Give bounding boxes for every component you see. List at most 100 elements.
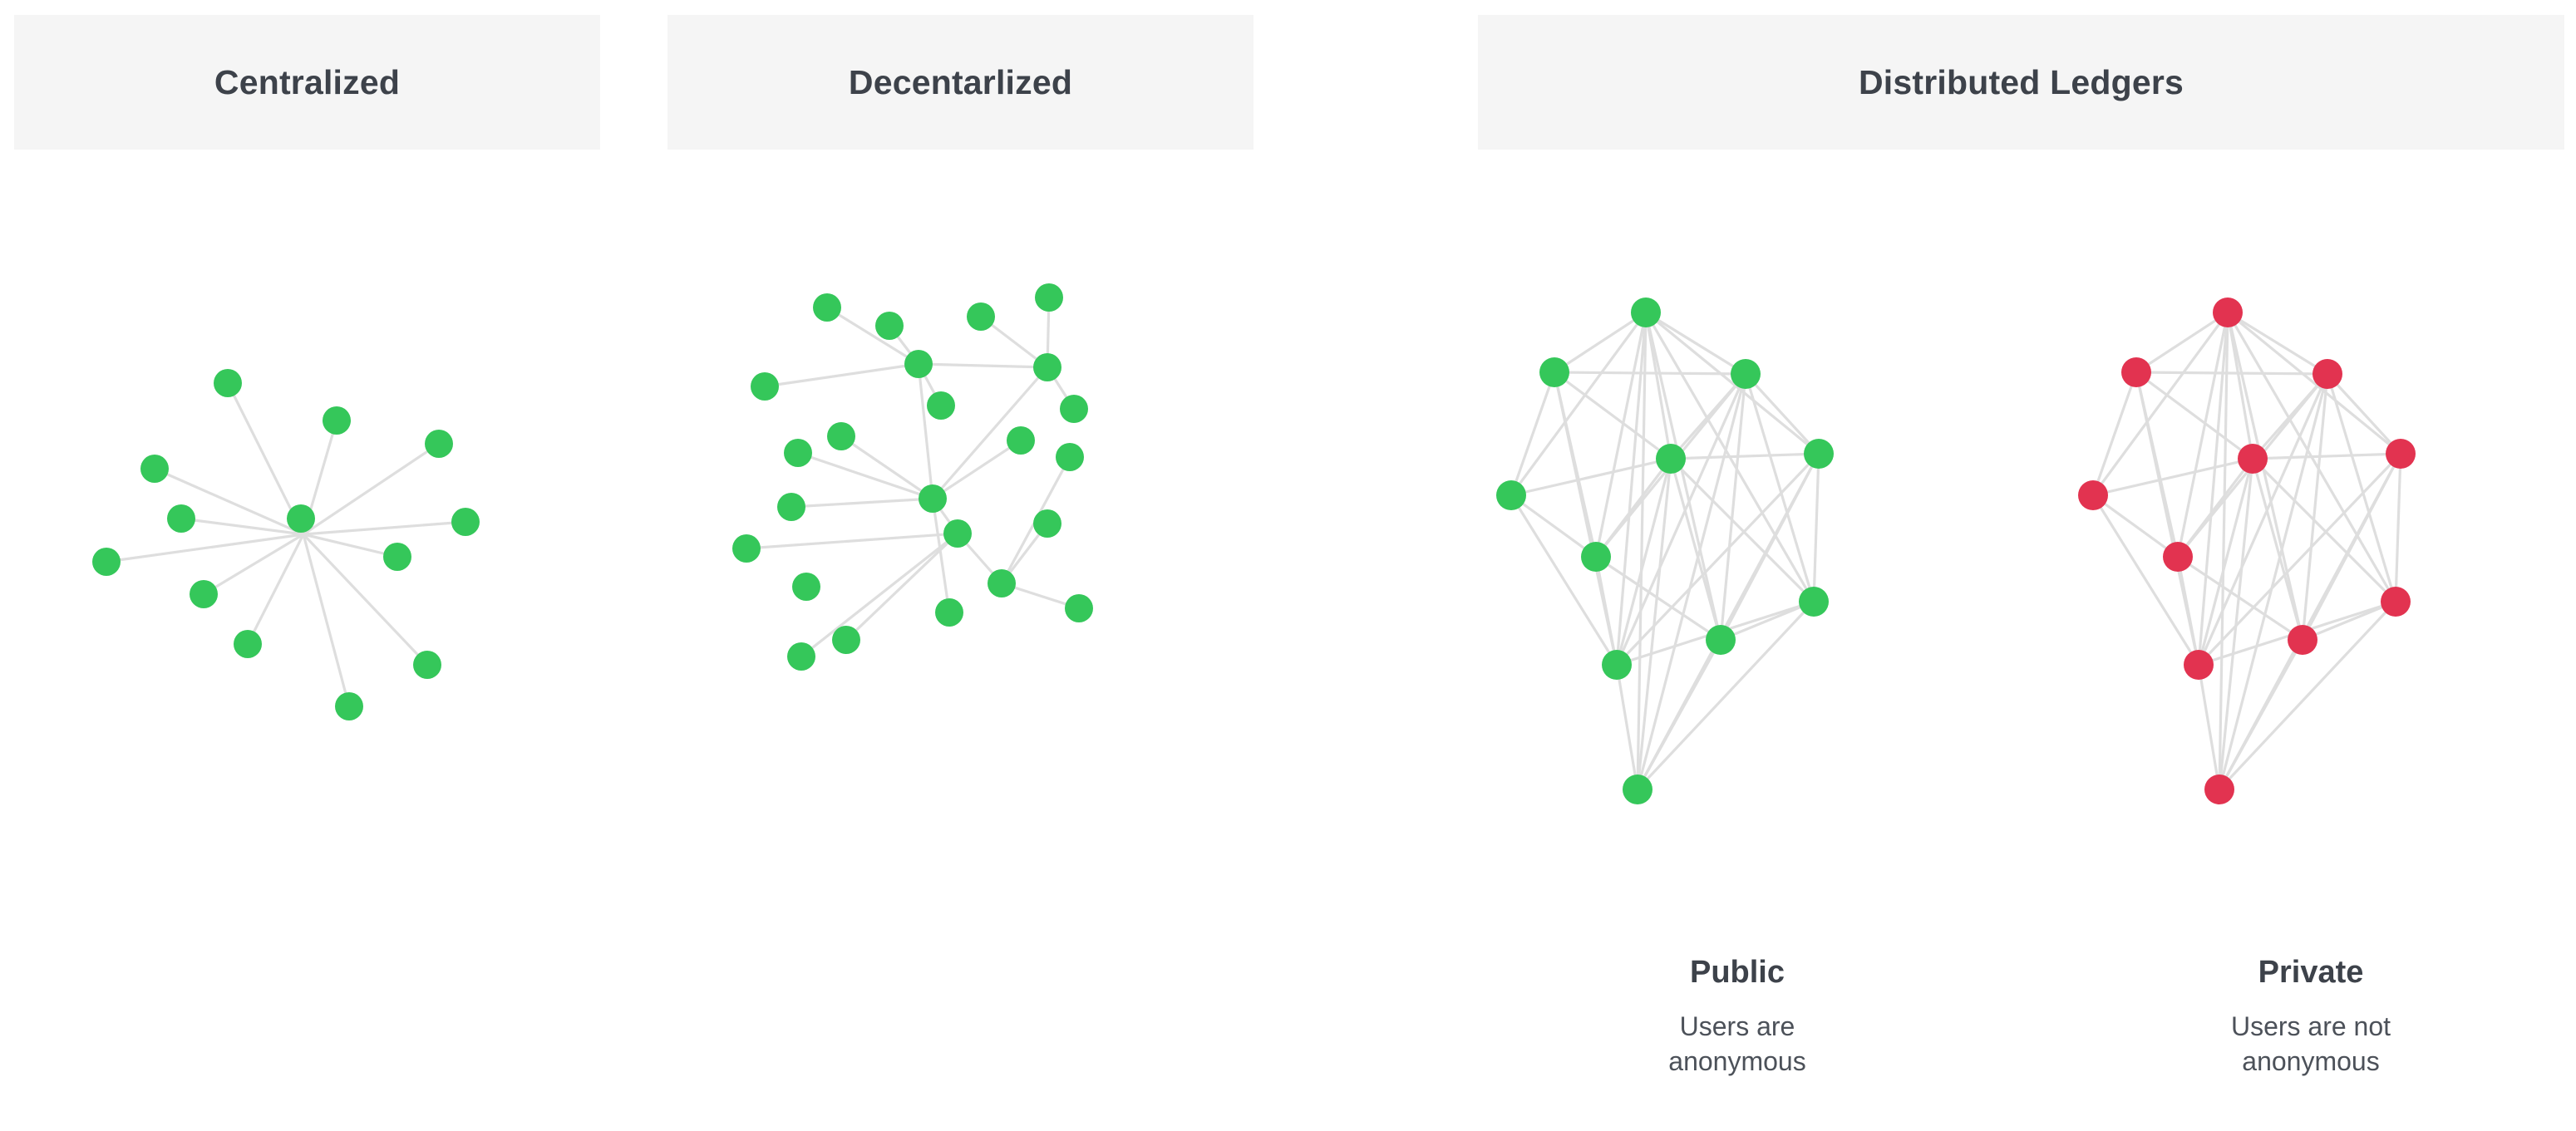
ledger-title-public: Public [1689, 955, 1785, 990]
graph-node [827, 422, 855, 450]
graph-node [1065, 594, 1093, 622]
graph-node [787, 642, 815, 671]
graph-edge [2176, 555, 2304, 642]
graph-edge [931, 497, 951, 614]
graph-edge [2251, 457, 2397, 603]
graph-edge [1744, 372, 1815, 603]
graph-edge [2176, 555, 2200, 666]
graph-node [1804, 439, 1834, 469]
graph-edge [1644, 311, 1672, 460]
graph-node [919, 484, 947, 513]
graph-edge [2197, 457, 2254, 666]
graph-node [425, 430, 453, 458]
graph-node [140, 455, 169, 483]
graph-node [832, 626, 860, 654]
graph-edge [1615, 311, 1648, 666]
graph-node [214, 369, 242, 397]
ledger-description-private: Users are not anonymous [2078, 1009, 2544, 1079]
graph-node [323, 406, 351, 435]
graph-edge [302, 533, 429, 666]
graph-edge [1510, 311, 1648, 497]
network-graph-decentralized [715, 274, 1230, 1006]
graph-node [943, 519, 972, 548]
graph-edge [2135, 371, 2329, 376]
ledger-title-private: Private [2258, 955, 2364, 990]
graph-edge [2226, 311, 2254, 460]
graph-edge [2197, 311, 2229, 666]
graph-edge [1644, 311, 1820, 455]
graph-node [2163, 542, 2193, 572]
graph-node [1539, 357, 1569, 387]
graph-node [927, 391, 955, 420]
graph-node [1602, 650, 1632, 680]
private-svg [2078, 298, 2416, 804]
header-title-distributed-ledgers: Distributed Ledgers [1858, 62, 2184, 101]
graph-node [1060, 395, 1088, 423]
graph-node [2386, 439, 2416, 469]
graph-node [451, 508, 480, 536]
graph-edge [1594, 311, 1648, 558]
graph-node [1033, 509, 1061, 538]
graph-node [792, 573, 820, 601]
graph-edge [1553, 371, 1747, 376]
graph-node [2381, 587, 2411, 617]
graph-edge [153, 467, 305, 536]
public-svg [1496, 298, 1834, 804]
graph-edge [2091, 494, 2180, 558]
graph-edge [1644, 311, 1722, 642]
graph-node [2288, 625, 2317, 655]
graph-edge [1615, 372, 1747, 666]
graph-edge [302, 533, 399, 558]
graph-node [287, 504, 315, 533]
graph-edge [2218, 311, 2229, 791]
centralized-nodes [92, 369, 480, 720]
graph-edge [302, 533, 351, 708]
graph-node [383, 543, 411, 571]
graph-node [1056, 443, 1084, 471]
graph-edge [1510, 494, 1618, 666]
graph-edge [2176, 311, 2229, 558]
graph-node [988, 569, 1016, 597]
graph-edge [2226, 311, 2329, 376]
graph-edge [2176, 457, 2254, 558]
graph-edge [2197, 372, 2329, 666]
graph-edge [1615, 663, 1639, 791]
graph-edge [840, 435, 934, 500]
graph-edge [1636, 600, 1815, 791]
graph-node [784, 439, 812, 467]
graph-edge [2091, 311, 2229, 497]
graph-edge [1510, 371, 1556, 497]
graph-node [1033, 353, 1061, 381]
graph-edge [745, 532, 959, 550]
graph-edge [2218, 372, 2329, 791]
graph-edge [2251, 457, 2304, 642]
graph-node [2204, 774, 2234, 804]
ledger-description-private-line2: anonymous [2242, 1046, 2380, 1077]
graph-edge [1636, 638, 1722, 791]
graph-edge [302, 520, 467, 536]
header-box-centralized: Centralized [14, 15, 600, 150]
graph-node [1581, 542, 1611, 572]
graph-edge [845, 532, 959, 642]
graph-node [904, 350, 933, 378]
graph-edge [1669, 452, 1820, 460]
graph-edge [1594, 457, 1672, 558]
graph-edge [1553, 371, 1672, 460]
graph-edge [1812, 452, 1820, 603]
graph-edge [1669, 457, 1815, 603]
graph-edge [1669, 457, 1722, 642]
private-edges [2091, 311, 2402, 791]
graph-node [1623, 774, 1652, 804]
graph-edge [2251, 452, 2402, 460]
graph-edge [1744, 372, 1820, 455]
graph-edge [2394, 452, 2402, 603]
graph-node [1731, 359, 1761, 389]
graph-edge [825, 306, 920, 366]
network-graph-private [2053, 274, 2576, 906]
graph-edge [1594, 555, 1722, 642]
graph-edge [1719, 600, 1815, 642]
graph-node [1706, 625, 1736, 655]
graph-node [751, 372, 779, 401]
graph-edge [180, 517, 305, 536]
graph-node [2213, 298, 2243, 327]
